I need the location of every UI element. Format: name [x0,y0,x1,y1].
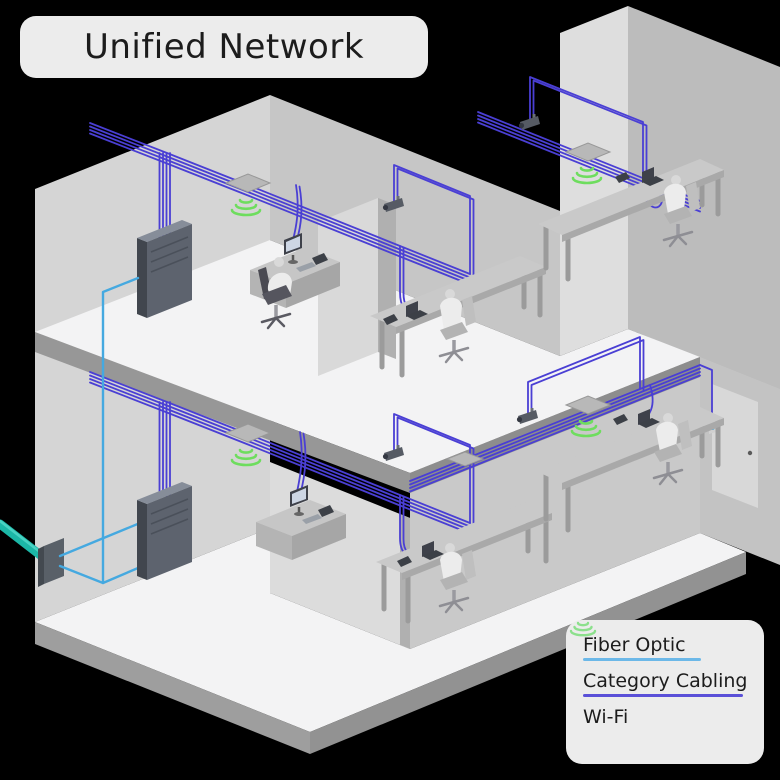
legend: Fiber Optic Category Cabling Wi-Fi [566,620,764,764]
ground-floor-surface [35,528,746,732]
laptop [642,167,664,186]
camera-cable-loop-lower-left [393,413,475,526]
legend-item-wifi: Wi-Fi [569,621,764,728]
server-cabinet-lower [137,482,192,580]
office-chair [678,420,692,450]
office-chair [686,182,700,212]
legend-label-category: Category Cabling [583,670,748,692]
junction-box-icon [224,173,272,193]
fiber-trunk-highlight [0,519,46,557]
legend-label-wifi: Wi-Fi [583,706,629,728]
desk-phone [312,253,328,265]
office-chair [462,296,476,326]
office-worker-lower-right [652,413,692,486]
fiber-trunk-cable [0,519,49,563]
office-worker-upper-center [438,289,476,364]
meeting-table-lower-center [376,502,552,624]
fiber-cable-to-lower-cabinet [58,521,142,558]
building-shell [35,6,780,754]
desk-phone [613,414,628,425]
office-chair [462,550,476,580]
laptop [406,301,428,320]
monitor [290,485,308,516]
legend-item-fiber: Fiber Optic [583,634,764,661]
desk-phone [318,505,334,517]
diagram-title: Unified Network [20,16,428,78]
monitor [284,233,302,264]
fiber-riser-to-upper-cabinet [101,276,140,585]
category-cabling-swatch [583,694,743,697]
office-worker-lower-center [438,543,476,614]
laptop [422,541,444,560]
fiber-optic-swatch [583,658,701,661]
lower-back-wall [410,357,700,649]
keyboard [302,514,322,524]
junction-box-icon [564,142,612,162]
door [712,384,758,508]
camera-cable-loop-upper-left [393,164,475,277]
ground-floor-edge-right [310,552,746,754]
desk-phone [397,556,412,567]
fiber-optic-service [0,276,142,587]
legend-item-category: Category Cabling [583,670,764,697]
camera-cable-loop-upper-right [529,76,648,177]
fiber-demarcation-box [38,538,64,587]
camera-cable-loop-lower-right [527,336,645,415]
diagram-title-label: Unified Network [83,27,365,67]
desk-workstation-lower [256,485,346,560]
junction-box-icon [564,395,612,415]
keyboard [296,262,316,272]
junction-box-icon [224,423,272,443]
server-cabinet-upper [137,220,192,318]
laptop [638,409,660,428]
office-worker-upper-right [662,175,700,248]
office-worker-upper-desk [258,257,292,330]
legend-label-fiber: Fiber Optic [583,634,686,656]
ground-floor-edge-left [35,622,310,754]
upper-right-wall-light [560,6,628,356]
upper-slab-edge-left [35,332,410,493]
wifi-legend-icon [569,621,597,637]
junction-box-icon [445,451,485,467]
desk-phone [383,314,398,325]
wall-drop-to-outlet [699,364,713,427]
desk-phone [615,172,630,183]
door-handle [747,450,753,456]
